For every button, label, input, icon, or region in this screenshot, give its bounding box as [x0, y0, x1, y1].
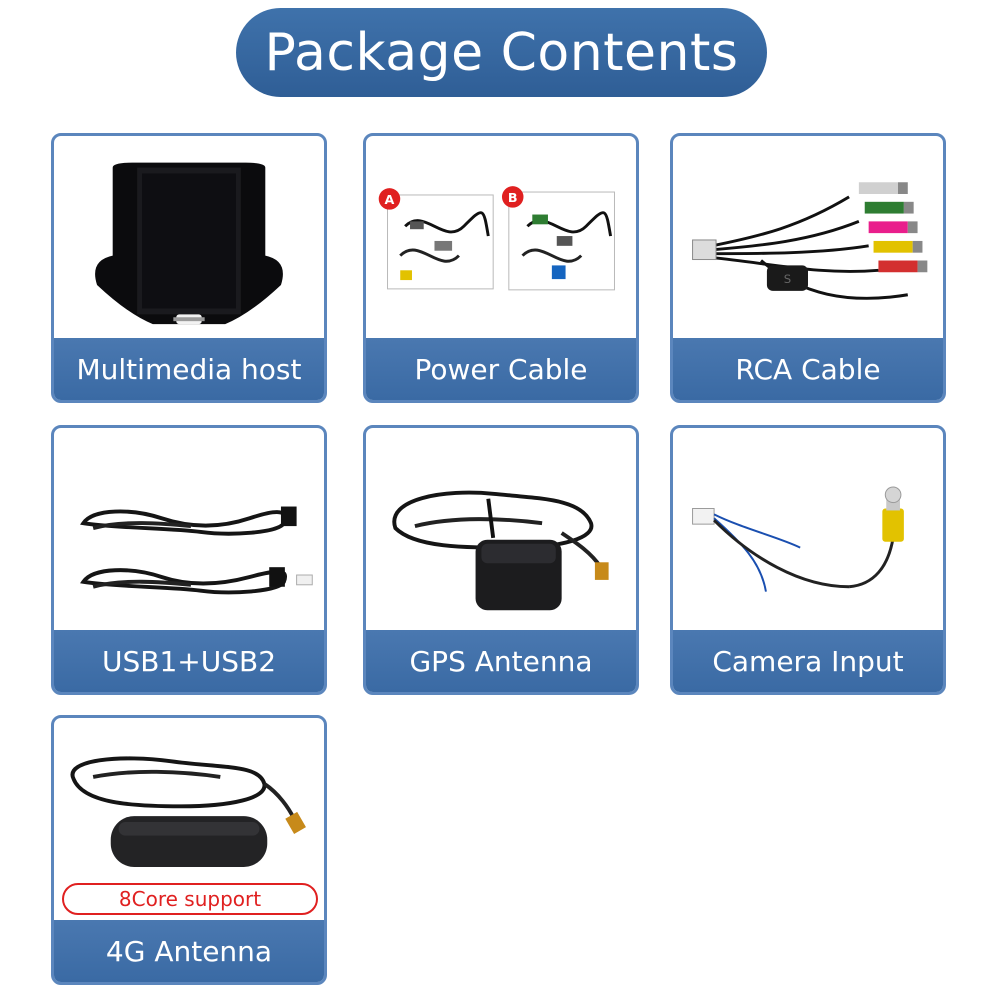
- item-label: Multimedia host: [54, 338, 324, 400]
- page-title: Package Contents: [236, 8, 767, 97]
- item-label: Power Cable: [366, 338, 636, 400]
- multimedia-host-icon: [54, 136, 324, 341]
- power-cable-icon: A B: [366, 136, 636, 341]
- rca-connector-text: S: [784, 272, 791, 286]
- item-label: 4G Antenna: [54, 920, 324, 982]
- item-card-camera-input: Camera Input: [670, 425, 946, 695]
- camera-input-icon: [673, 428, 943, 633]
- item-card-rca-cable: S RCA Cable: [670, 133, 946, 403]
- rca-cable-icon: S: [673, 136, 943, 341]
- item-card-gps-antenna: GPS Antenna: [363, 425, 639, 695]
- item-label: USB1+USB2: [54, 630, 324, 692]
- feature-badge: 8Core support: [62, 883, 318, 915]
- usb-cable-icon: [54, 428, 324, 633]
- 4g-antenna-icon: [54, 718, 324, 923]
- marker-b: B: [508, 190, 518, 205]
- item-label: Camera Input: [673, 630, 943, 692]
- item-label: GPS Antenna: [366, 630, 636, 692]
- item-label: RCA Cable: [673, 338, 943, 400]
- item-card-usb-cable: USB1+USB2: [51, 425, 327, 695]
- marker-a: A: [385, 192, 395, 207]
- page-title-text: Package Contents: [264, 22, 739, 83]
- item-card-4g-antenna: 8Core support 4G Antenna: [51, 715, 327, 985]
- item-card-power-cable: A B Power Cable: [363, 133, 639, 403]
- item-card-multimedia-host: Multimedia host: [51, 133, 327, 403]
- gps-antenna-icon: [366, 428, 636, 633]
